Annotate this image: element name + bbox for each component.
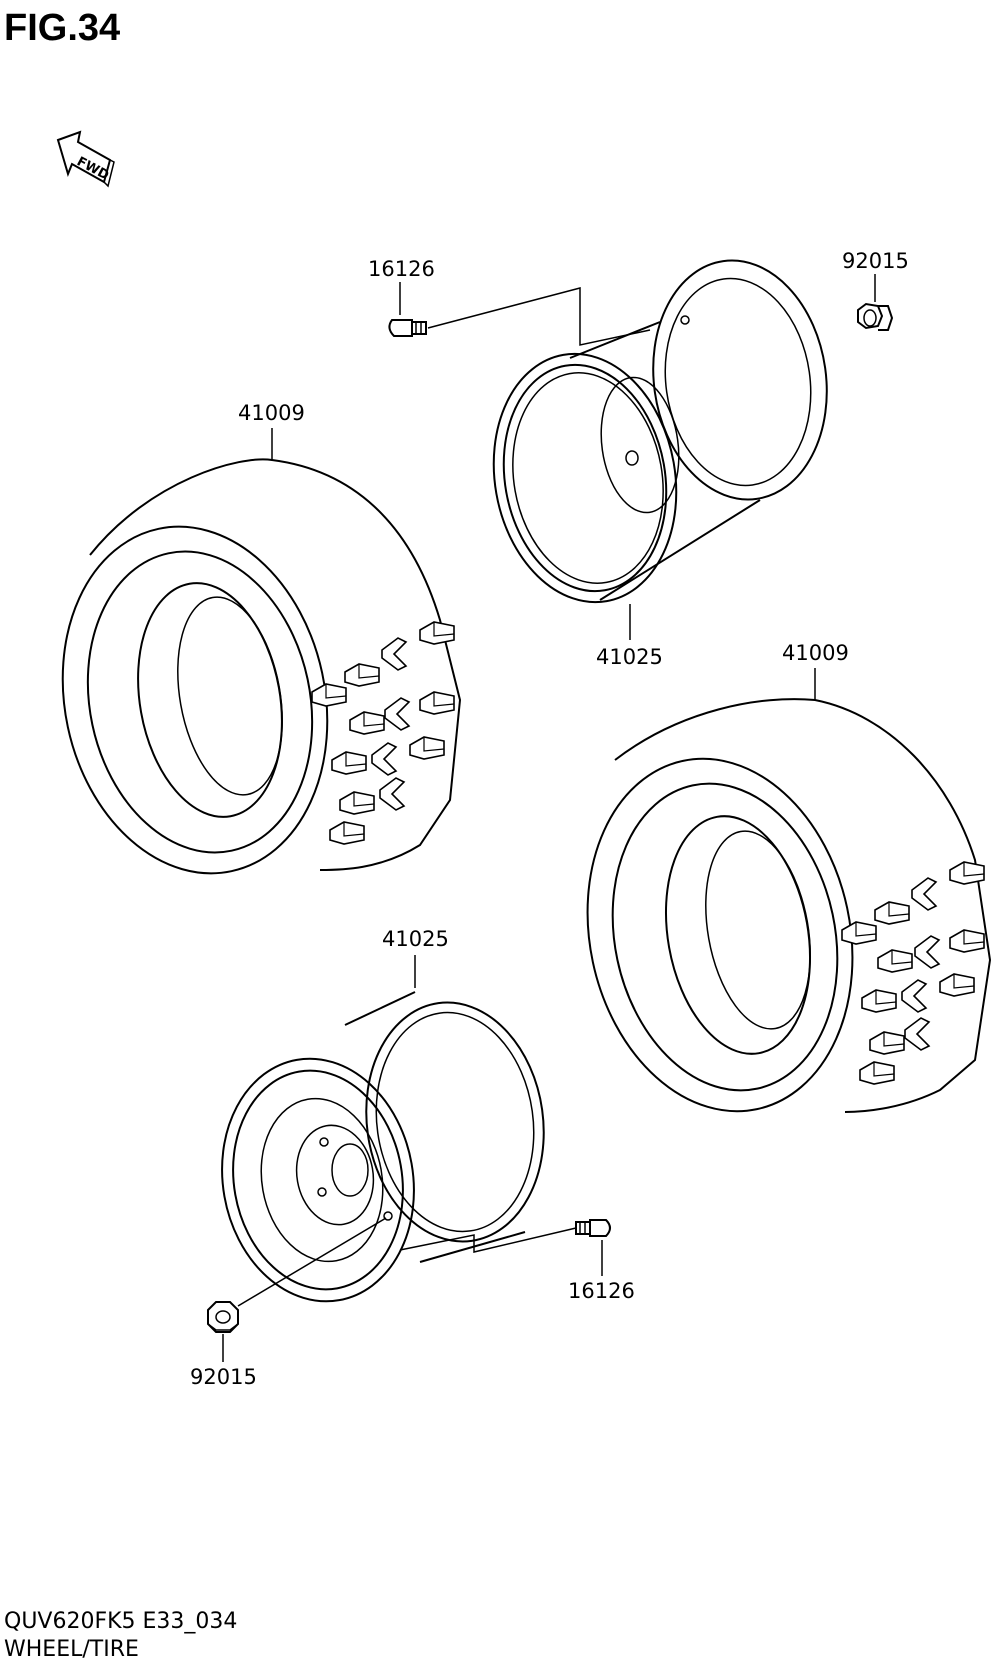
wheel-rim-top — [492, 259, 828, 604]
figure-title: FIG.34 — [4, 7, 120, 49]
part-number-16126-bottom: 16126 — [568, 1279, 635, 1303]
part-number-16126-top: 16126 — [368, 257, 435, 281]
valve-stem-top — [388, 319, 427, 337]
part-number-41009-left: 41009 — [238, 401, 305, 425]
leader-line-nut-bottom — [237, 1217, 387, 1307]
lug-nut-top — [857, 302, 894, 331]
section-name: WHEEL/TIRE — [4, 1637, 139, 1662]
model-code: QUV620FK5 E33_034 — [4, 1609, 237, 1634]
part-number-41009-right: 41009 — [782, 641, 849, 665]
part-number-41025-bottom: 41025 — [382, 927, 449, 951]
part-number-92015-top: 92015 — [842, 249, 909, 273]
wheel-rim-bottom — [221, 991, 545, 1303]
forward-arrow-icon: FWD — [56, 130, 115, 188]
tire-left — [61, 458, 462, 875]
part-number-41025-top: 41025 — [596, 645, 663, 669]
valve-stem-bottom — [575, 1219, 611, 1237]
leader-line-valve-top — [427, 287, 651, 346]
leader-line-valve-bottom — [399, 1227, 577, 1253]
part-number-92015-bottom: 92015 — [190, 1365, 257, 1389]
tire-right — [586, 698, 992, 1113]
lug-nut-bottom — [207, 1301, 239, 1333]
